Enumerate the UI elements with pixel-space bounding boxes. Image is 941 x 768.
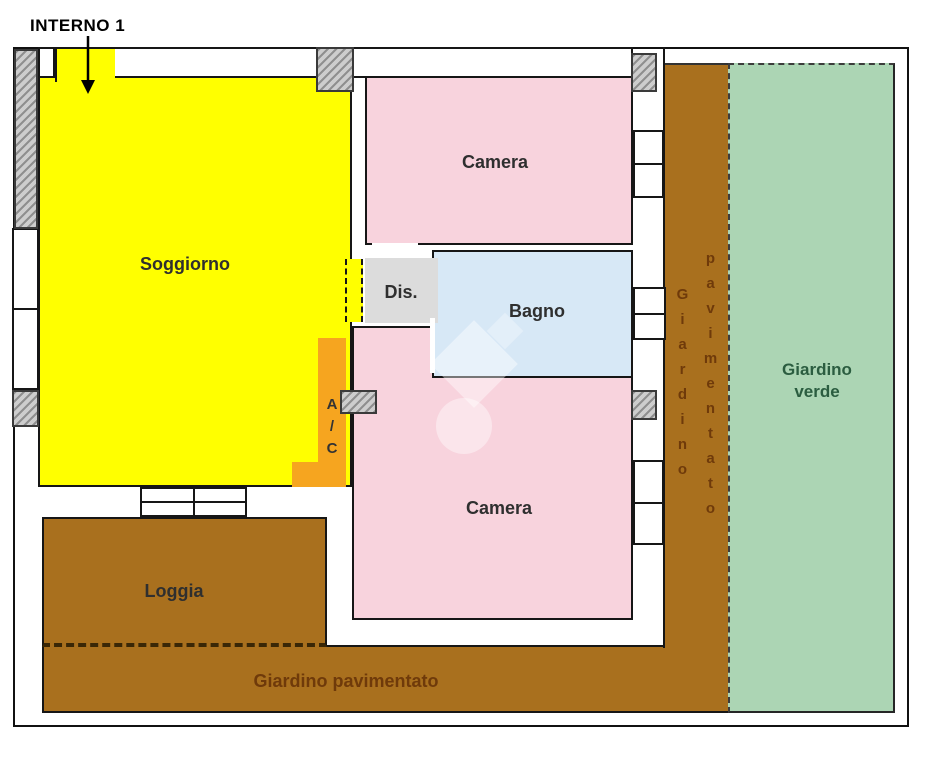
bagno-label: Bagno [509, 301, 565, 321]
window-bagno-east [633, 287, 666, 340]
wall-column-west-lower [12, 390, 39, 427]
watermark-shape [436, 398, 492, 454]
giardino-vertical-label-word1: Giardino [674, 286, 691, 486]
room-disimpegno [365, 258, 438, 323]
window-soggiorno-west [12, 228, 39, 390]
camera-north-label: Camera [461, 152, 529, 172]
ac-label-line: C [326, 440, 338, 457]
door-gap-dis-bagno [430, 318, 435, 373]
giardino-verde-label: Giardino verde [747, 359, 887, 403]
giardino-vertical-label-word2: pavimentato [702, 250, 719, 525]
wall-column-mid-right [631, 390, 657, 420]
garden-paved-vertical-strip [663, 63, 732, 713]
entry-left-step [38, 47, 55, 78]
window-camera-south-east [633, 460, 664, 545]
dis-label: Dis. [384, 282, 418, 302]
window-mullion [635, 312, 664, 315]
wall-column-mid-center [340, 390, 377, 414]
ac-unit-area-extension [292, 462, 319, 487]
ac-label: A / C [317, 394, 347, 460]
entrance-opening [55, 47, 115, 82]
ac-label-line: / [329, 418, 335, 435]
interno-label: INTERNO 1 [30, 16, 126, 35]
wall-column-west-upper [14, 49, 38, 229]
garden-paved-bottom-strip [42, 647, 663, 713]
room-soggiorno [38, 76, 352, 487]
camera-south-label: Camera [465, 498, 533, 518]
building-right-wall-line [663, 47, 665, 648]
room-loggia [42, 517, 327, 647]
giardino-verde-line2: verde [794, 382, 840, 401]
soggiorno-label: Soggiorno [140, 254, 230, 274]
garden-green-area [728, 63, 895, 713]
room-camera-north [365, 76, 633, 245]
door-soggiorno-dis [345, 259, 363, 322]
window-camera-north-east [633, 130, 664, 198]
wall-column-top-right [631, 53, 657, 92]
loggia-label: Loggia [144, 581, 204, 601]
bottom-strip-top-wall-line [327, 645, 663, 647]
giardino-pavimentato-label: Giardino pavimentato [253, 671, 439, 691]
wall-column-top-center [316, 47, 354, 92]
window-mullion [635, 163, 662, 165]
room-bagno [432, 250, 633, 378]
window-mullion [14, 308, 37, 310]
window-mullion [142, 501, 245, 503]
giardino-verde-line1: Giardino [782, 360, 852, 379]
ac-label-line: A [326, 396, 338, 413]
entrance-arrow-icon [81, 36, 95, 94]
door-gap-dis-camera-north [372, 243, 418, 248]
window-mullion [635, 501, 662, 504]
window-soggiorno-south [140, 487, 247, 517]
building-top-wall [113, 47, 633, 78]
